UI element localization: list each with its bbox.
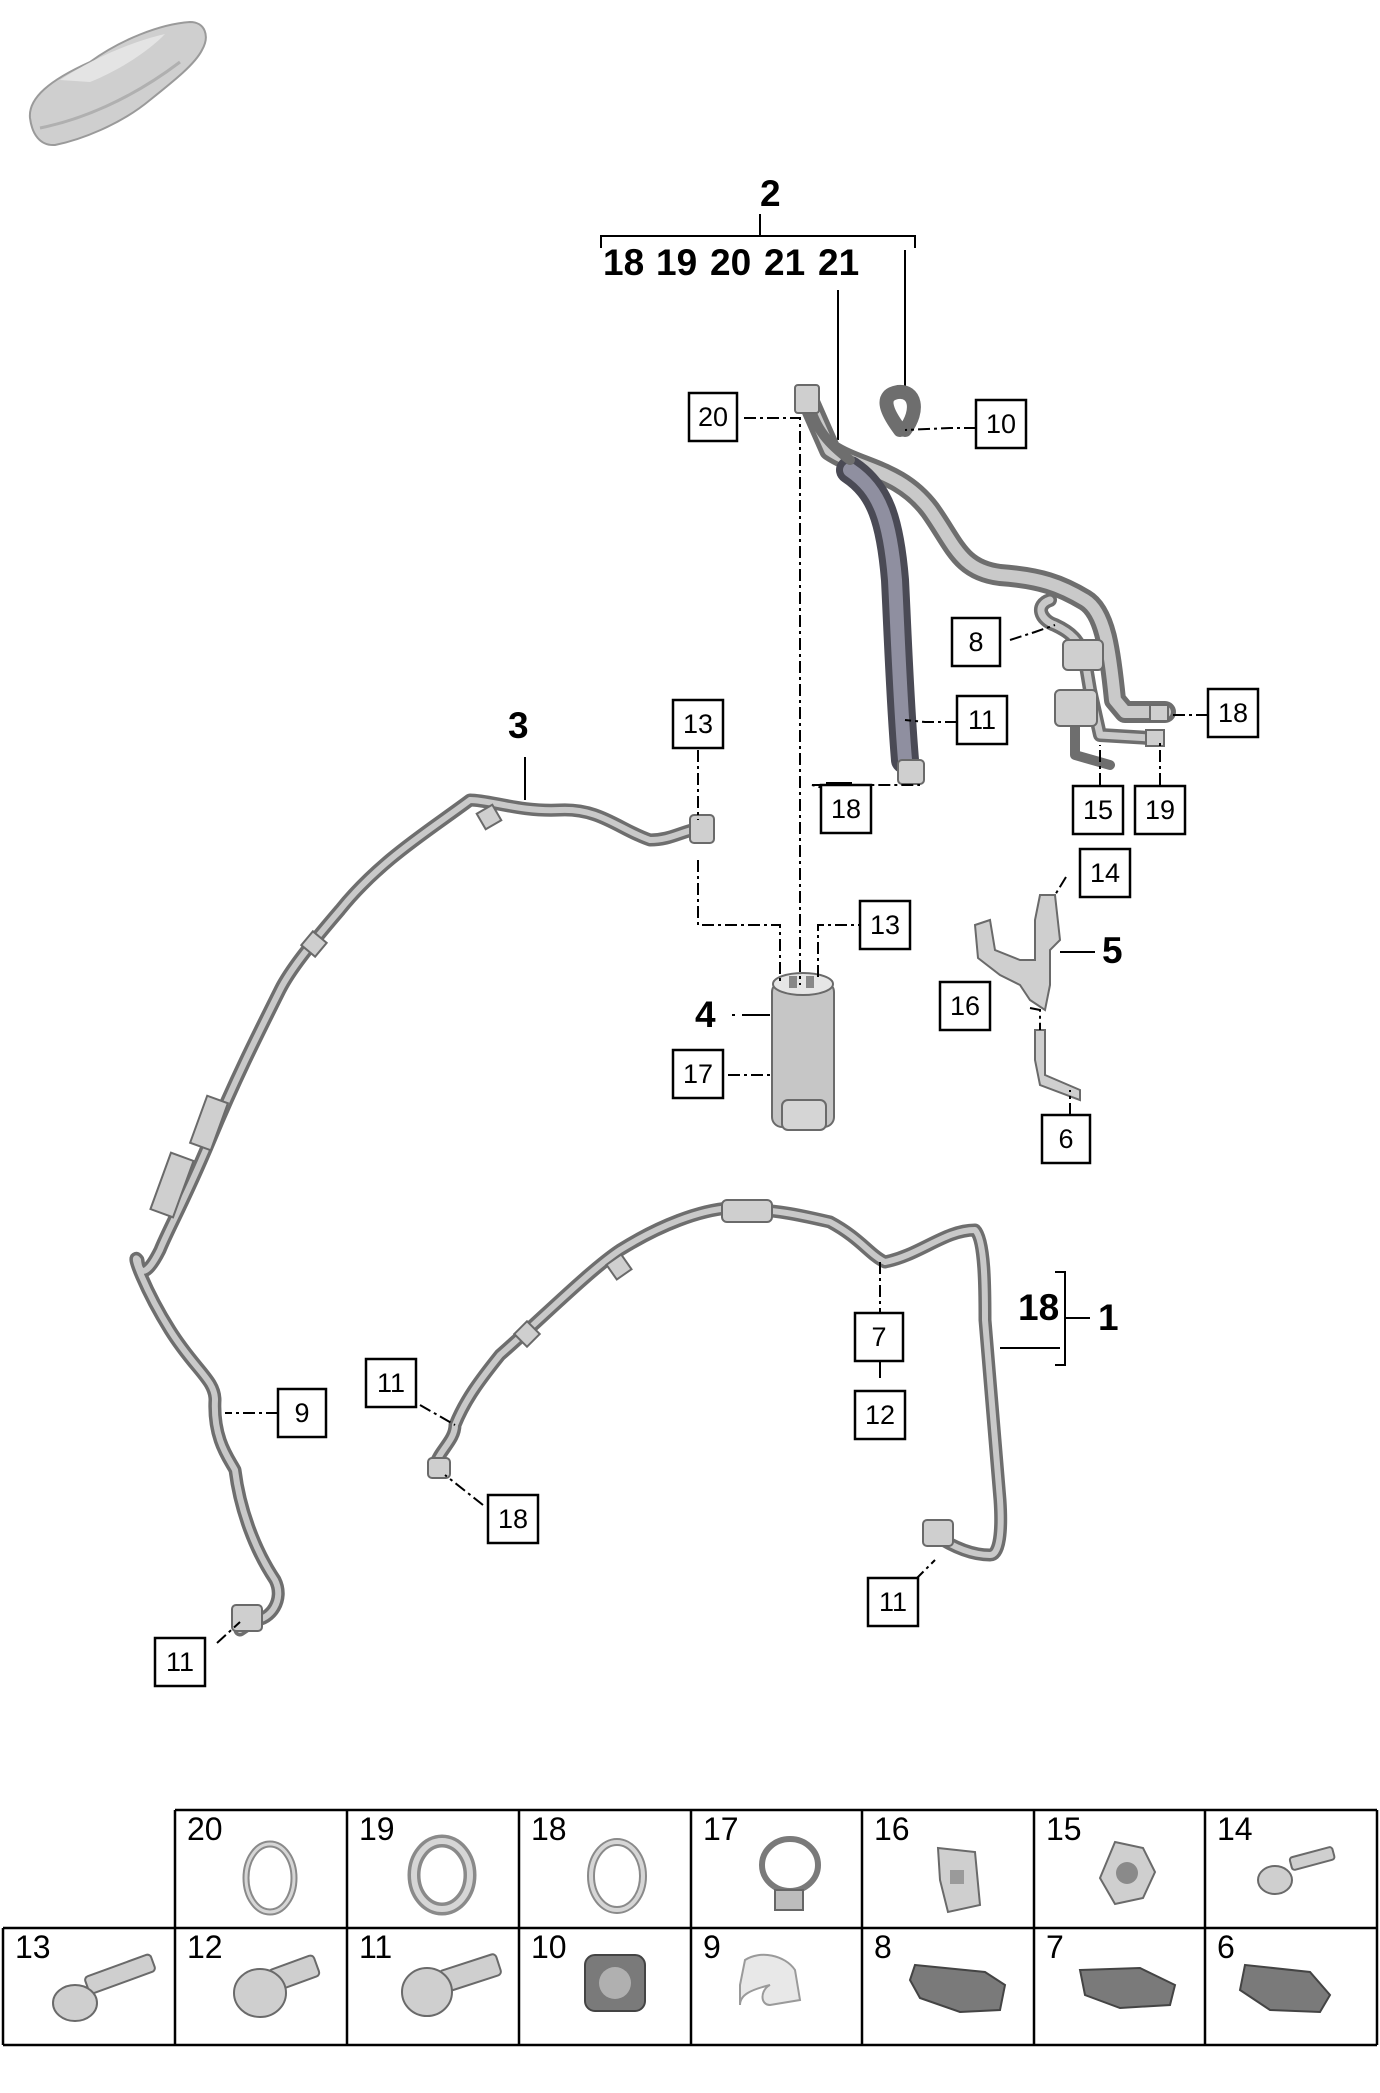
assembly-label-1: 1: [1098, 1297, 1119, 1338]
callout-19: 19: [1133, 784, 1187, 836]
svg-text:11: 11: [968, 705, 996, 735]
callout-12: 12: [853, 1389, 907, 1441]
svg-text:10: 10: [986, 409, 1016, 439]
svg-text:8: 8: [968, 627, 983, 657]
callout-18-bottom: 18: [486, 1493, 540, 1545]
assembly-2-sub-18: 18: [603, 242, 644, 283]
svg-text:16: 16: [950, 991, 980, 1021]
o-ring-19-icon: [407, 1834, 477, 1916]
callout-16: 16: [938, 980, 992, 1032]
svg-text:9: 9: [294, 1398, 309, 1428]
callout-18-right: 18: [1206, 687, 1260, 739]
callout-6: 6: [1040, 1113, 1092, 1165]
svg-text:6: 6: [1058, 1124, 1073, 1154]
table-cell-18: 18: [531, 1811, 567, 1847]
assembly-2-sub-21: 21: [764, 242, 805, 283]
svg-text:19: 19: [1145, 795, 1175, 825]
svg-text:14: 14: [1090, 858, 1120, 888]
table-cell-7: 7: [1046, 1929, 1064, 1965]
receiver-drier-4: [771, 972, 835, 1131]
o-ring-20-icon: [242, 1840, 298, 1916]
callout-11-hose: 11: [955, 694, 1009, 746]
table-cell-16: 16: [874, 1811, 910, 1847]
callout-15: 15: [1071, 784, 1125, 836]
table-cell-9: 9: [703, 1929, 721, 1965]
holder-8-icon: [908, 1963, 1007, 2014]
callout-10: 10: [974, 398, 1028, 450]
pipe-assembly-3: [129, 793, 715, 1637]
callout-8: 8: [950, 616, 1002, 668]
table-cell-6: 6: [1217, 1929, 1235, 1965]
svg-text:17: 17: [683, 1059, 713, 1089]
callout-13-dryer: 13: [858, 899, 912, 951]
bolt-13-icon: [52, 1953, 156, 2022]
table-cell-15: 15: [1046, 1811, 1082, 1847]
callout-13-top: 13: [671, 698, 725, 750]
svg-text:11: 11: [377, 1368, 405, 1398]
spring-nut-16-icon: [936, 1846, 982, 1914]
clip-10-icon: [584, 1954, 646, 2012]
callout-17: 17: [671, 1048, 725, 1100]
pipe-assembly-1: [427, 1199, 1008, 1562]
car-silhouette-icon: [28, 20, 207, 147]
callout-11-bottom-right: 11: [866, 1576, 920, 1628]
callout-20-top: 20: [687, 391, 739, 443]
bolt-11-icon: [401, 1953, 502, 2017]
svg-text:11: 11: [879, 1587, 907, 1617]
svg-text:18: 18: [1218, 698, 1248, 728]
o-ring-18-icon: [587, 1838, 647, 1914]
table-cell-11: 11: [359, 1929, 392, 1965]
bracket-5: [973, 894, 1081, 1102]
leader-lines: [216, 417, 1208, 1644]
svg-text:13: 13: [870, 910, 900, 940]
table-cell-10: 10: [531, 1929, 567, 1965]
table-cell-8: 8: [874, 1929, 892, 1965]
callout-9: 9: [276, 1387, 328, 1439]
table-cell-17: 17: [703, 1811, 739, 1847]
hex-nut-15-icon: [1098, 1840, 1157, 1906]
svg-text:13: 13: [683, 709, 713, 739]
table-cell-12: 12: [187, 1929, 223, 1965]
callout-11-bottom-left: 11: [153, 1636, 207, 1688]
holder-6-icon: [1238, 1963, 1332, 2014]
table-cell-19: 19: [359, 1811, 395, 1847]
table-cell-13: 13: [15, 1929, 51, 1965]
assembly-2-sub-19: 19: [656, 242, 697, 283]
svg-text:11: 11: [166, 1647, 194, 1677]
svg-text:12: 12: [865, 1400, 895, 1430]
hose-clamp-17-icon: [759, 1836, 821, 1911]
assembly-2-sub-20: 20: [710, 242, 751, 283]
table-cell-14: 14: [1217, 1811, 1253, 1847]
svg-text:15: 15: [1083, 795, 1113, 825]
svg-text:20: 20: [698, 402, 728, 432]
holder-7-icon: [1078, 1966, 1177, 2010]
assembly-label-4: 4: [695, 994, 716, 1035]
assembly-2-sub-21-second: 21: [818, 242, 859, 283]
svg-text:7: 7: [871, 1322, 886, 1352]
assembly-label-2: 2: [760, 173, 781, 214]
svg-text:18: 18: [831, 794, 861, 824]
svg-text:18: 18: [498, 1504, 528, 1534]
callout-14: 14: [1078, 847, 1132, 899]
bolt-14-icon: [1257, 1846, 1336, 1895]
hose-assembly-2: [794, 384, 1176, 785]
callout-7: 7: [853, 1311, 905, 1363]
parts-table: [1, 1808, 1379, 2047]
bracket-line: [600, 235, 916, 248]
assembly-1-sub-18: 18: [1018, 1287, 1059, 1328]
assembly-label-5: 5: [1102, 930, 1123, 971]
table-cell-20: 20: [187, 1811, 223, 1847]
callout-11-left: 11: [364, 1357, 418, 1409]
callout-18-mid: 18: [819, 783, 873, 835]
bolt-12-icon: [233, 1954, 321, 2018]
clip-9-icon: [739, 1953, 802, 2007]
assembly-label-3: 3: [508, 705, 529, 746]
